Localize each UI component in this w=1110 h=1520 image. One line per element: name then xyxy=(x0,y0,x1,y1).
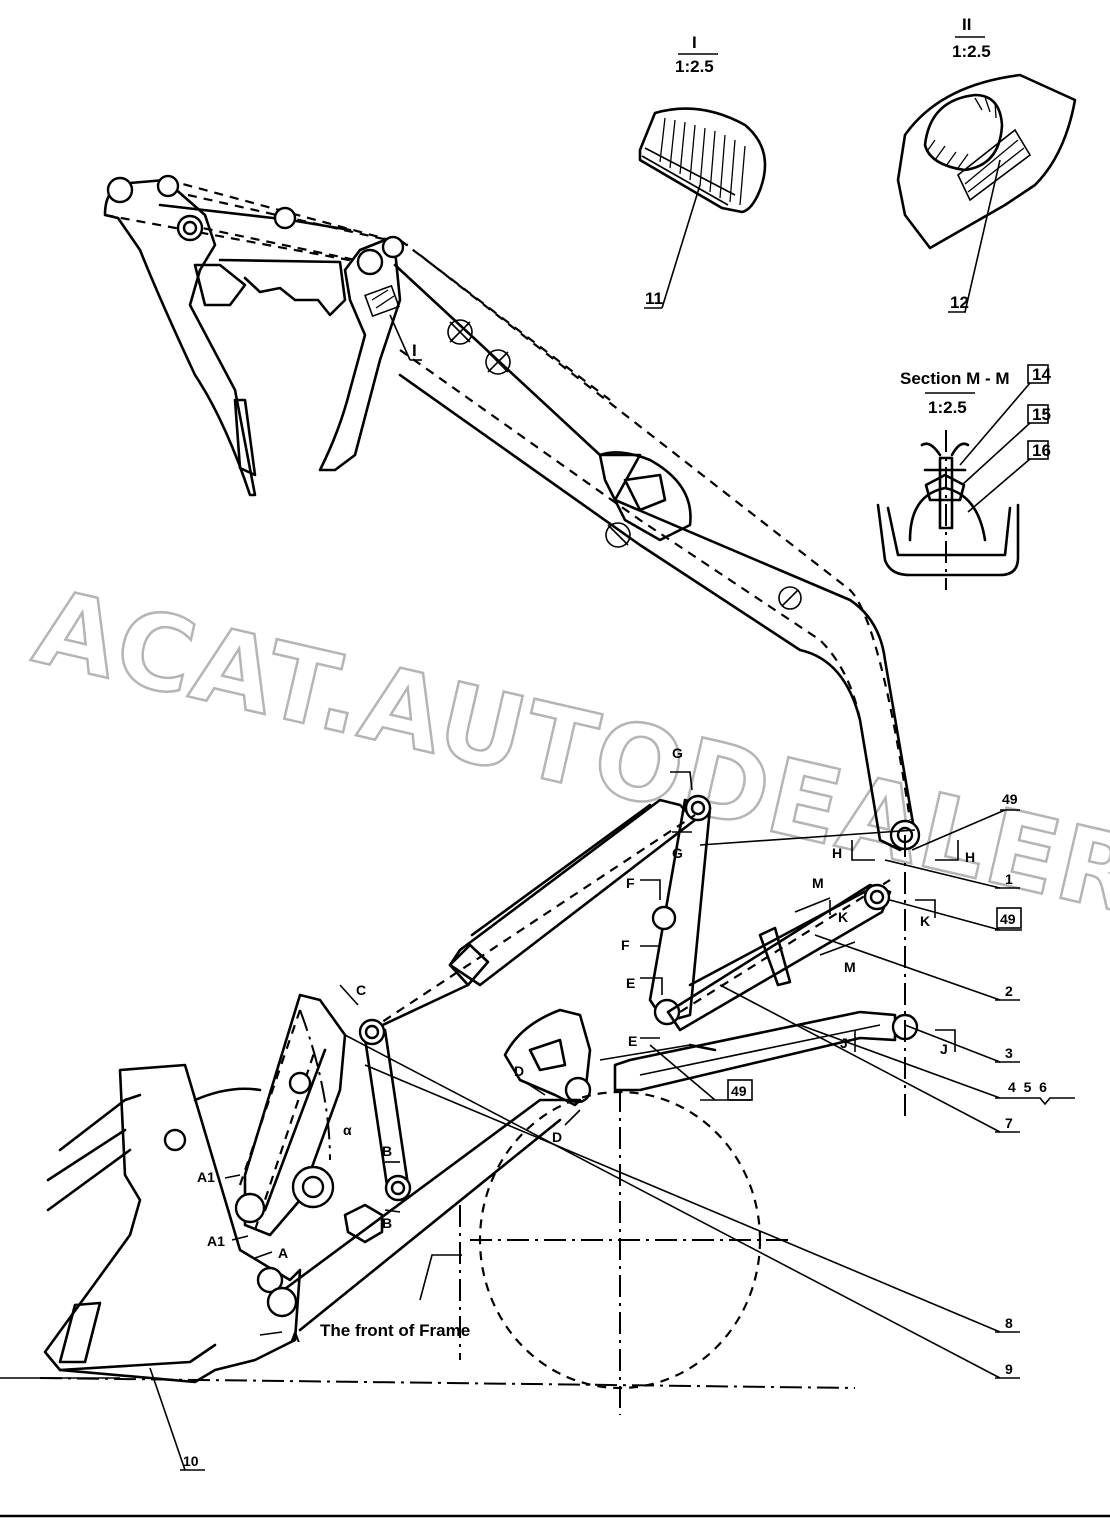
section-M-M: Section M - M 1:2.5 14 15 16 xyxy=(876,364,1051,590)
callout-7: 7 xyxy=(1005,1115,1013,1131)
detail-II-label: II xyxy=(962,15,971,34)
bucket-link xyxy=(243,993,347,1237)
lowered-bucket-assembly xyxy=(43,993,412,1384)
marker-F-top: F xyxy=(626,875,635,891)
frame-front-note: The front of Frame xyxy=(320,1321,470,1340)
callout-2: 2 xyxy=(1005,983,1013,999)
marker-G-top: G xyxy=(672,745,683,761)
marker-A-bot: A xyxy=(290,1329,300,1345)
marker-K-right: K xyxy=(920,913,930,929)
detail-II-outline xyxy=(896,73,1077,250)
part-callouts: 49 1 49 2 3 4 5 6 7 49 8 9 10 The xyxy=(149,791,1075,1471)
marker-C: C xyxy=(356,982,366,998)
marker-G-bot: G xyxy=(672,845,683,861)
marker-E-bot: E xyxy=(628,1033,637,1049)
marker-E-top: E xyxy=(626,975,635,991)
marker-J-left: J xyxy=(840,1035,848,1051)
marker-A-top: A xyxy=(278,1245,288,1261)
marker-M-bot: M xyxy=(844,959,856,975)
callout-49-top: 49 xyxy=(1002,791,1018,807)
marker-B-bot: B xyxy=(382,1215,392,1231)
marker-M-top: M xyxy=(812,875,824,891)
raised-boom-assembly: I xyxy=(103,174,921,852)
callout-8: 8 xyxy=(1005,1315,1013,1331)
bucket-body xyxy=(43,1063,302,1384)
callout-49-bot: 49 xyxy=(731,1083,747,1099)
raised-boom-arm xyxy=(393,263,917,852)
watermark: ACAT.AUTODEALER.RU xyxy=(24,565,1110,986)
marker-B-top: B xyxy=(382,1143,392,1159)
section-markers: G G F F E E H H M M K K J J C D D B B xyxy=(197,745,975,1345)
front-frame xyxy=(268,1098,582,1302)
callout-11: 11 xyxy=(645,289,663,308)
marker-alpha: α xyxy=(343,1122,352,1138)
callout-9: 9 xyxy=(1005,1361,1013,1377)
lever-rod xyxy=(361,1023,410,1194)
section-clamp xyxy=(876,503,1020,577)
detail-I-scale: 1:2.5 xyxy=(675,57,714,76)
detail-view-I: I 1:2.5 11 xyxy=(638,33,767,309)
section-scale: 1:2.5 xyxy=(928,398,967,417)
detail-I-hatch xyxy=(641,117,746,206)
callout-10: 10 xyxy=(183,1453,199,1469)
marker-H-right: H xyxy=(965,849,975,865)
hydraulic-pipe xyxy=(613,1010,897,1092)
boom-hole-marks xyxy=(447,319,802,610)
marker-F-bot: F xyxy=(621,937,630,953)
callout-16: 16 xyxy=(1032,441,1051,460)
marker-D-bot: D xyxy=(552,1129,562,1145)
frame-bracket xyxy=(503,1008,592,1107)
marker-J-right: J xyxy=(940,1041,948,1057)
detail-I-label: I xyxy=(692,33,697,52)
callout-4-5-6: 4 5 6 xyxy=(1008,1079,1047,1095)
detail-view-II: II 1:2.5 12 xyxy=(896,15,1077,313)
detail-II-bore xyxy=(923,93,1004,172)
wheel-and-centerlines xyxy=(0,835,906,1415)
marker-K-left: K xyxy=(838,909,848,925)
detail-II-scale: 1:2.5 xyxy=(952,42,991,61)
callout-49-mid: 49 xyxy=(1000,911,1016,927)
callout-15: 15 xyxy=(1032,405,1051,424)
marker-H-left: H xyxy=(832,845,842,861)
callout-12: 12 xyxy=(950,293,969,312)
tilt-cylinder xyxy=(448,798,697,987)
callout-14: 14 xyxy=(1032,365,1051,384)
section-title: Section M - M xyxy=(900,369,1010,388)
marker-A1-top: A1 xyxy=(197,1169,215,1185)
detail-I-callout: I xyxy=(412,341,417,360)
detail-II-hatch xyxy=(927,96,1032,202)
detail-I-outline xyxy=(638,107,767,214)
marker-A1-bot: A1 xyxy=(207,1233,225,1249)
callout-3: 3 xyxy=(1005,1045,1013,1061)
marker-D-top: D xyxy=(514,1063,524,1079)
callout-1: 1 xyxy=(1005,871,1013,887)
